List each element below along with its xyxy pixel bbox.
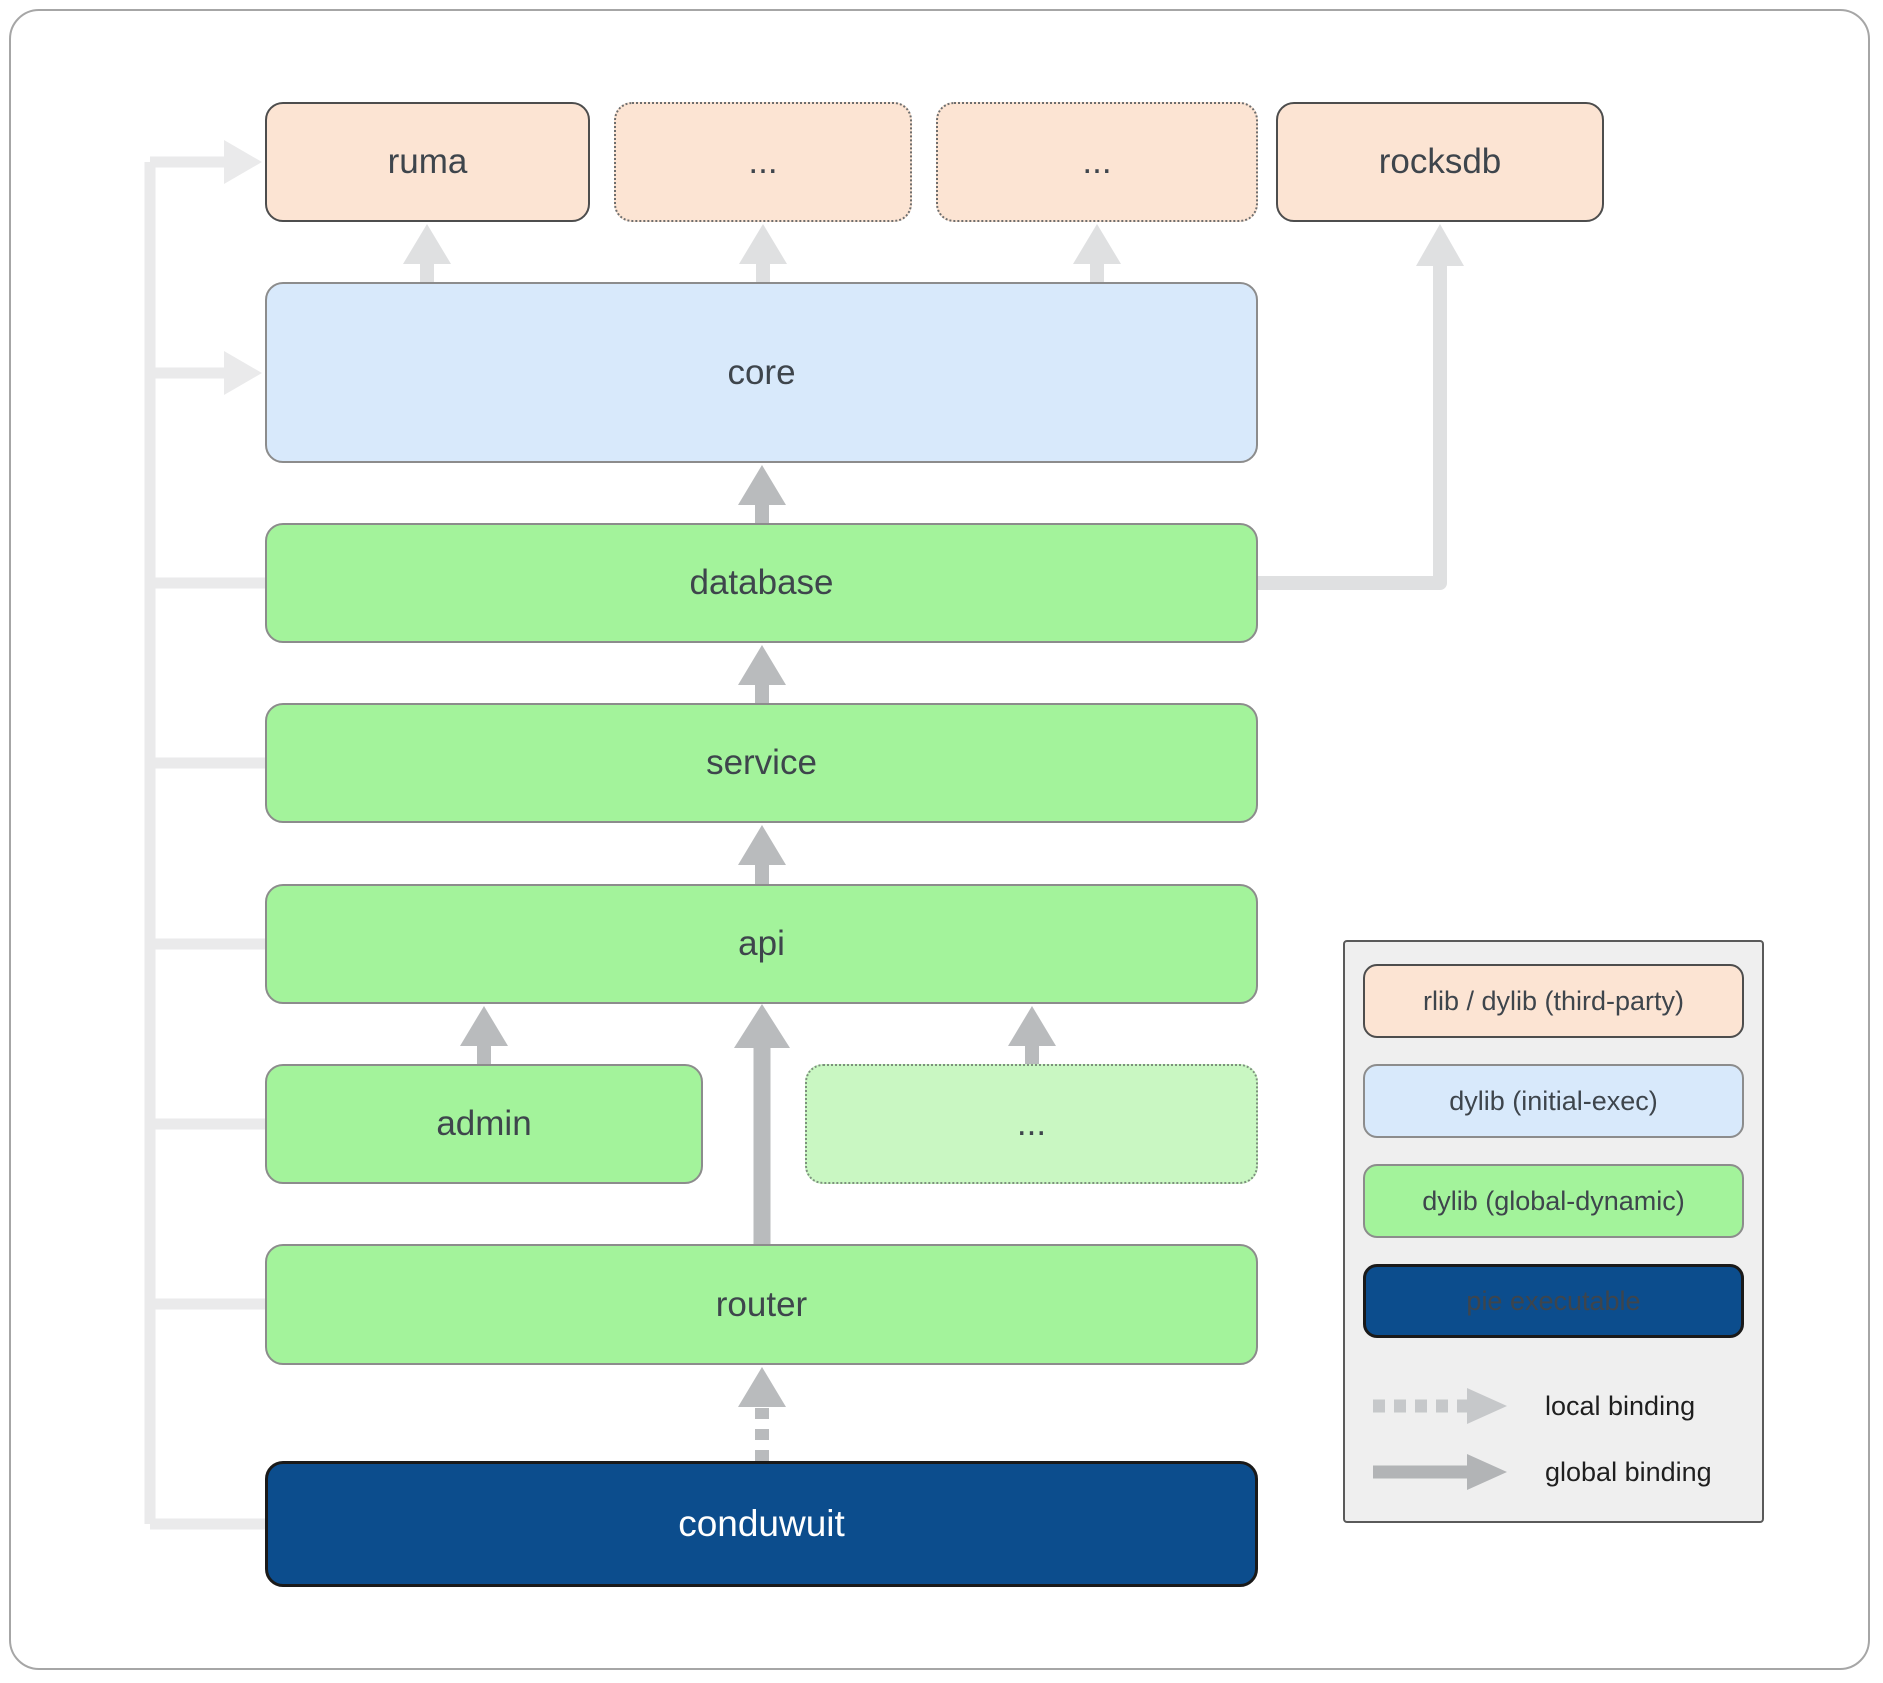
node-label-admin: admin bbox=[436, 1104, 532, 1143]
node-admin: admin bbox=[265, 1064, 703, 1184]
edge-conduwuit-to-ruma bbox=[150, 140, 262, 184]
node-database: database bbox=[265, 523, 1258, 643]
legend-label-third-party: rlib / dylib (third-party) bbox=[1422, 985, 1685, 1016]
node-conduwuit: conduwuit bbox=[265, 1461, 1258, 1587]
node-label-service: service bbox=[706, 743, 817, 782]
legend-item-pie-executable: pie executable bbox=[1363, 1264, 1744, 1338]
legend-bindings: local binding global binding bbox=[1363, 1382, 1744, 1496]
node-api: api bbox=[265, 884, 1258, 1004]
node-label-api: api bbox=[738, 924, 785, 963]
edge-service-to-database bbox=[738, 645, 786, 703]
node-label-conduwuit: conduwuit bbox=[678, 1503, 845, 1544]
node-label-database: database bbox=[689, 563, 834, 602]
node-service: service bbox=[265, 703, 1258, 823]
node-label-dots-top-left: ... bbox=[748, 142, 778, 181]
node-label-dots-top-right: ... bbox=[1082, 142, 1112, 181]
legend-row-global-binding: global binding bbox=[1363, 1448, 1744, 1496]
edge-conduwuit-to-core bbox=[150, 351, 262, 395]
edge-database-to-rocksdb bbox=[1258, 224, 1464, 590]
edge-dots-workers-to-api bbox=[1008, 1006, 1056, 1064]
global-binding-arrow-icon bbox=[1373, 1454, 1507, 1490]
edge-router-to-api bbox=[734, 1004, 790, 1244]
legend-label-local-binding: local binding bbox=[1545, 1390, 1696, 1421]
edge-core-to-dots-left bbox=[739, 224, 787, 282]
node-ruma: ruma bbox=[265, 102, 590, 222]
node-dots-top-left: ... bbox=[614, 102, 912, 222]
edge-api-to-service bbox=[738, 825, 786, 884]
legend-row-local-binding: local binding bbox=[1363, 1382, 1744, 1430]
legend-label-initial-exec: dylib (initial-exec) bbox=[1449, 1085, 1658, 1116]
legend: rlib / dylib (third-party) dylib (initia… bbox=[1343, 940, 1764, 1523]
edge-conduwuit-to-router bbox=[738, 1367, 786, 1461]
node-label-core: core bbox=[727, 352, 796, 392]
edge-core-to-dots-right bbox=[1073, 224, 1121, 282]
legend-label-global-dynamic: dylib (global-dynamic) bbox=[1422, 1185, 1685, 1216]
node-router: router bbox=[265, 1244, 1258, 1365]
edge-conduwuit-trunk bbox=[144, 162, 266, 1530]
node-label-ruma: ruma bbox=[387, 142, 468, 181]
node-label-dots-workers: ... bbox=[1016, 1104, 1047, 1143]
node-label-router: router bbox=[715, 1284, 808, 1324]
node-dots-workers: ... bbox=[805, 1064, 1258, 1184]
edge-core-to-ruma bbox=[403, 224, 451, 282]
legend-label-global-binding: global binding bbox=[1545, 1456, 1712, 1487]
legend-item-global-dynamic: dylib (global-dynamic) bbox=[1363, 1164, 1744, 1238]
edge-database-to-core bbox=[738, 465, 786, 523]
node-label-rocksdb: rocksdb bbox=[1378, 142, 1502, 181]
node-dots-top-right: ... bbox=[936, 102, 1258, 222]
legend-item-third-party: rlib / dylib (third-party) bbox=[1363, 964, 1744, 1038]
node-rocksdb: rocksdb bbox=[1276, 102, 1604, 222]
legend-item-initial-exec: dylib (initial-exec) bbox=[1363, 1064, 1744, 1138]
edge-admin-to-api bbox=[460, 1006, 508, 1064]
node-core: core bbox=[265, 282, 1258, 463]
local-binding-arrow-icon bbox=[1373, 1388, 1507, 1424]
outer-frame bbox=[9, 9, 1870, 1670]
legend-label-pie-executable: pie executable bbox=[1466, 1285, 1641, 1316]
